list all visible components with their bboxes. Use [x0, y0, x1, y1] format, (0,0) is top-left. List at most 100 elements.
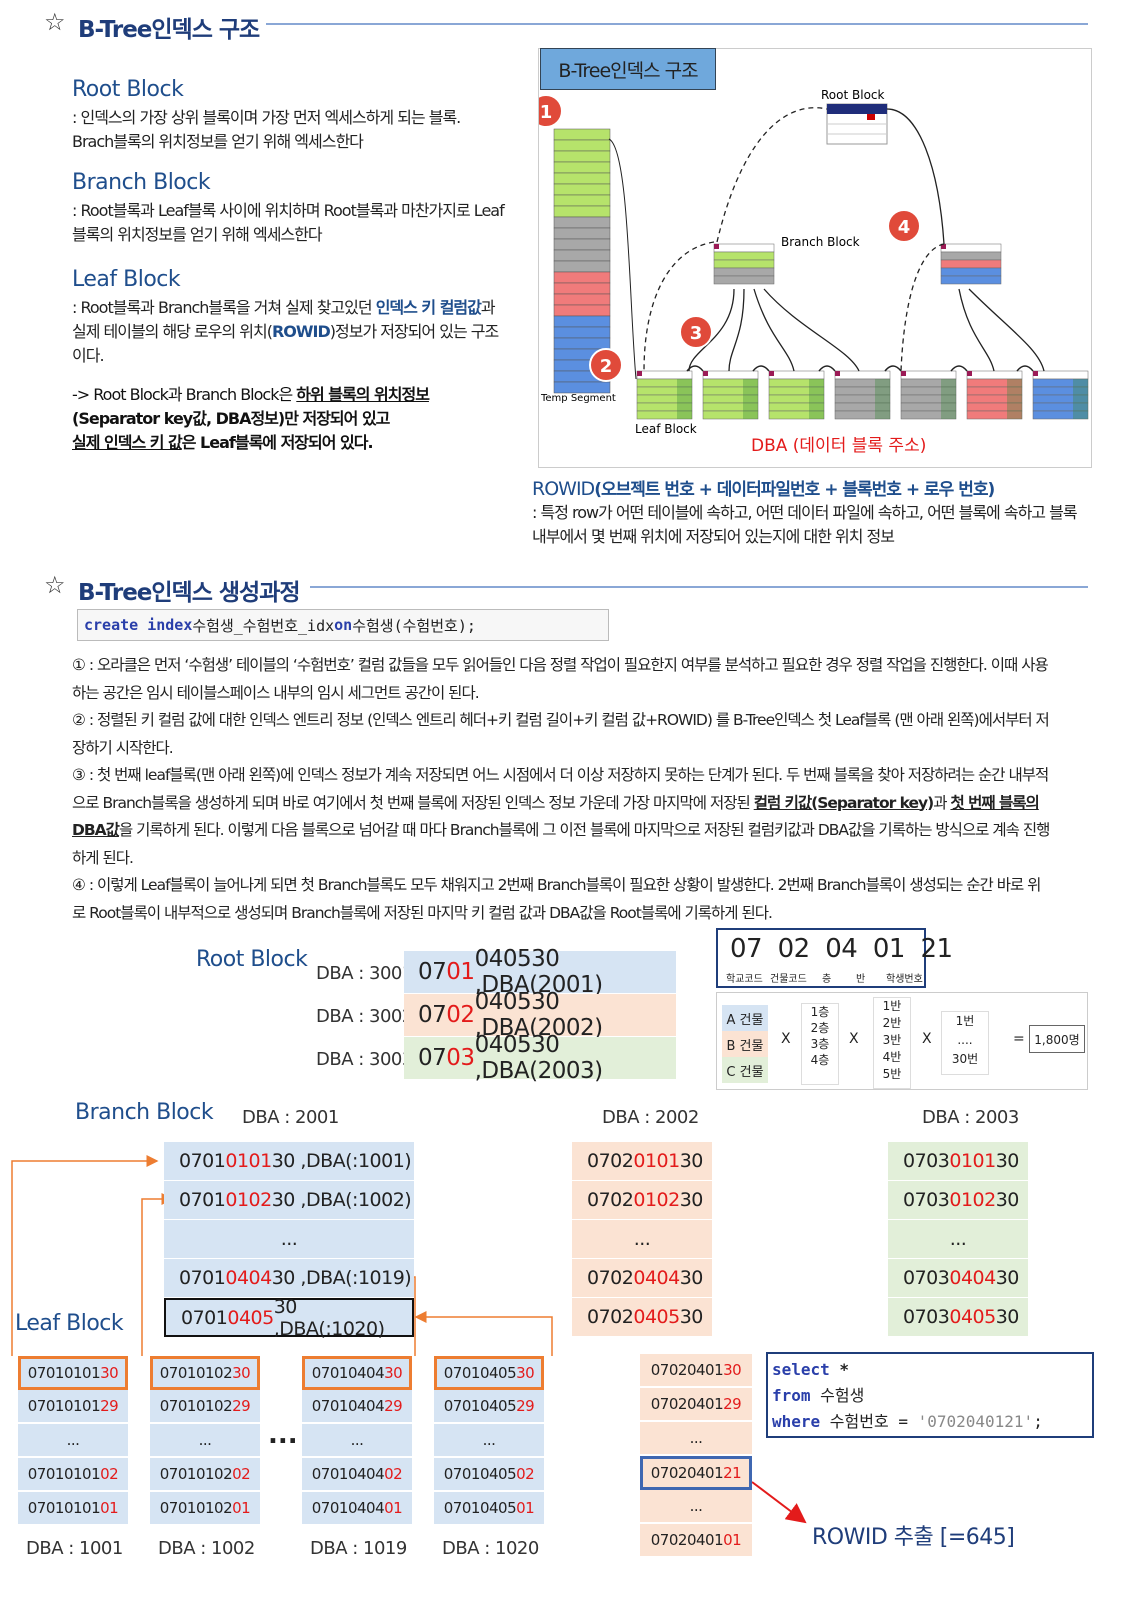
section-title-creation: B-Tree인덱스 생성과정	[78, 580, 301, 606]
leaf-table-row: ...	[434, 1424, 544, 1458]
section-title-structure: B-Tree인덱스 구조	[78, 17, 260, 43]
circle-1: 1	[539, 94, 563, 128]
branch-dba-2002: DBA : 2002	[602, 1107, 699, 1128]
leaf-dba-label: DBA : 1001	[26, 1538, 123, 1559]
dashed-arrow-root	[716, 107, 828, 243]
leaf-dba-label: DBA : 1019	[310, 1538, 407, 1559]
leaf-table-row: ...	[18, 1424, 128, 1458]
diagram-root-label: Root Block	[821, 88, 885, 102]
diagram-header: B-Tree인덱스 구조	[540, 48, 716, 90]
code-label: 층	[822, 974, 832, 985]
branch-block-title: Branch Block	[72, 170, 211, 195]
circle-4: 4	[887, 209, 921, 243]
root-block-title: Root Block	[72, 77, 184, 102]
leaf-dba-label: DBA : 1020	[442, 1538, 539, 1559]
leaf-table-title: Leaf Block	[15, 1311, 124, 1336]
star-icon: ☆	[44, 8, 66, 36]
step-3: ③ : 첫 번째 leaf블록(맨 아래 왼쪽)에 인덱스 정보가 계속 저장되…	[72, 766, 1050, 867]
leaf-block-title: Leaf Block	[72, 267, 181, 292]
rowid-title: ROWID(오브젝트 번호 + 데이터파일번호 + 블록번호 + 로우 번호)	[532, 478, 995, 500]
branch-table-row: ...	[888, 1220, 1028, 1259]
svg-text:4: 4	[898, 217, 911, 238]
btree-diagram: Root Block Branch Block Leaf Block Temp …	[538, 48, 1092, 468]
leaf-block-desc: : Root블록과 Branch블록을 거쳐 실제 찾고있던 인덱스 키 컬럼값…	[72, 298, 499, 365]
circle-3: 3	[679, 315, 713, 349]
create-index-code: create index 수험생_수험번호_idx on 수험생(수험번호);	[77, 609, 609, 641]
diagram-temp-label: Temp Segment	[540, 393, 616, 404]
dashed-arrow-branch2	[900, 243, 945, 372]
leaf-dba-label: DBA : 1002	[158, 1538, 255, 1559]
rowid-result: ROWID 추출 [=645]	[812, 1525, 1015, 1550]
student-list: 1번 .... 30번	[941, 1011, 989, 1075]
diagram-dba-label: DBA (데이터 블록 주소)	[751, 436, 926, 456]
btree-diagram-svg: Root Block Branch Block Leaf Block Temp …	[539, 88, 1089, 456]
svg-text:2: 2	[600, 356, 613, 377]
code-digits: 07 02 04 01 21	[730, 934, 953, 964]
branch-table-title: Branch Block	[75, 1100, 214, 1125]
root-dba-label: DBA : 3002	[316, 1006, 413, 1027]
creation-steps: ① : 오라클은 먼저 ‘수험생’ 테이블의 ‘수험번호’ 컬럼 값들을 모두 …	[72, 652, 1052, 927]
arrow-leaf4-branch	[414, 1311, 553, 1356]
leaf-table-row: ...	[302, 1424, 412, 1458]
diagram-branch-block-2	[940, 243, 1002, 285]
step-1: ① : 오라클은 먼저 ‘수험생’ 테이블의 ‘수험번호’ 컬럼 값들을 모두 …	[72, 656, 1049, 702]
multiply-sign: X	[781, 1031, 791, 1047]
star-icon: ☆	[44, 571, 66, 599]
multiply-sign: X	[922, 1031, 932, 1047]
branch-table-row: ...	[572, 1220, 712, 1259]
diagram-root-block	[826, 103, 888, 145]
equals-sign: =	[1013, 1031, 1025, 1047]
step-2: ② : 정렬된 키 컬럼 값에 대한 인덱스 엔트리 정보 (인덱스 엔트리 헤…	[72, 711, 1050, 757]
multiply-sign: X	[849, 1031, 859, 1047]
building-list: A 건물 B 건물 C 건물	[722, 1005, 768, 1083]
temp-segment	[553, 128, 611, 394]
divider	[310, 586, 1088, 588]
step-4: ④ : 이렇게 Leaf블록이 늘어나게 되면 첫 Branch블록도 모두 채…	[72, 876, 1041, 922]
branch-dba-2003: DBA : 2003	[922, 1107, 1019, 1128]
branch-table-row: ...	[164, 1220, 414, 1259]
code-label: 학교코드	[726, 974, 763, 985]
diagram-leaf-label: Leaf Block	[635, 422, 697, 436]
code-label: 건물코드	[770, 974, 807, 985]
leaf-table-row: ...	[150, 1424, 260, 1458]
search-leaf-row: ...	[640, 1490, 752, 1524]
svg-text:1: 1	[540, 102, 553, 123]
diagram-leaf-blocks	[636, 365, 1089, 420]
root-block-desc: : 인덱스의 가장 상위 블록이며 가장 먼저 엑세스하게 되는 블록. Bra…	[72, 108, 461, 151]
circle-2: 2	[589, 348, 623, 382]
root-dba-label: DBA : 3003	[316, 1049, 413, 1070]
combination-box: A 건물 B 건물 C 건물 X 1층 2층 3층 4층 X 1반 2반 3반 …	[716, 992, 1088, 1090]
search-leaf-row: ...	[640, 1422, 752, 1456]
branch-block-desc: : Root블록과 Leaf블록 사이에 위치하며 Root블록과 마찬가지로 …	[72, 201, 505, 244]
